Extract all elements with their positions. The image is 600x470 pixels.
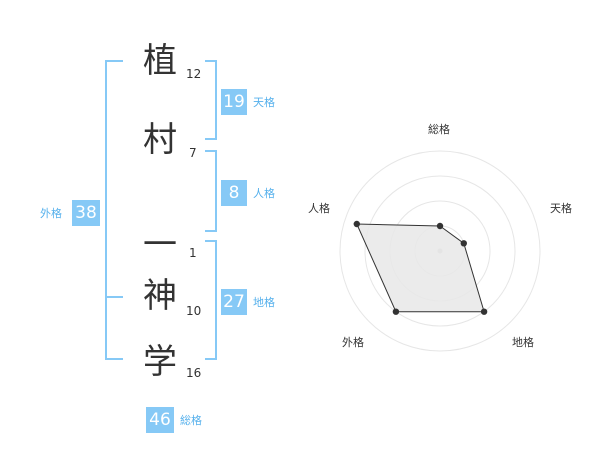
stroke-count-4: 10 (186, 304, 202, 318)
radar-point-2 (480, 308, 488, 315)
stroke-count-spacer: 1 (189, 246, 197, 260)
name-char-1: 植 (143, 41, 177, 81)
radar-point-1 (460, 240, 467, 247)
radar-center-dot (437, 248, 443, 254)
soukaku-badge: 46 (146, 407, 174, 433)
radar-label-jinkaku: 人格 (308, 202, 330, 215)
jinkaku-badge: 8 (221, 180, 247, 206)
stroke-count-2: 7 (189, 146, 197, 160)
bracket-chikaku (205, 240, 217, 360)
radar-label-tenkaku: 天格 (550, 202, 572, 215)
radar-ring-1 (414, 225, 466, 277)
radar-label-gaikaku: 外格 (342, 336, 364, 349)
bracket-gaikaku-bottom (105, 296, 123, 360)
chikaku-badge: 27 (221, 289, 247, 315)
radar-label-chikaku: 地格 (512, 336, 534, 349)
bracket-jinkaku (205, 150, 217, 232)
radar-polygon (356, 223, 485, 313)
bracket-tenkaku (205, 60, 217, 140)
radar-ring-2 (389, 200, 491, 302)
stroke-count-1: 12 (186, 67, 202, 81)
name-char-4: 神 (143, 276, 177, 316)
gaikaku-label: 外格 (40, 207, 62, 220)
soukaku-label: 総格 (180, 414, 202, 427)
radar-label-soukaku: 総格 (428, 123, 450, 136)
name-char-2: 村 (143, 120, 177, 160)
chikaku-label: 地格 (253, 296, 275, 309)
radar-ring-3 (364, 175, 516, 327)
name-char-5: 学 (143, 342, 177, 382)
radar-point-0 (436, 222, 444, 230)
radar-point-4 (353, 220, 360, 228)
jinkaku-label: 人格 (253, 187, 275, 200)
name-char-3: 一 (143, 225, 177, 265)
bracket-gaikaku-top (105, 60, 123, 298)
radar-ring-4 (339, 150, 541, 352)
tenkaku-badge: 19 (221, 89, 247, 115)
gaikaku-badge: 38 (72, 200, 100, 226)
radar-point-3 (392, 308, 400, 315)
tenkaku-label: 天格 (253, 96, 275, 109)
stroke-count-5: 16 (186, 366, 202, 380)
